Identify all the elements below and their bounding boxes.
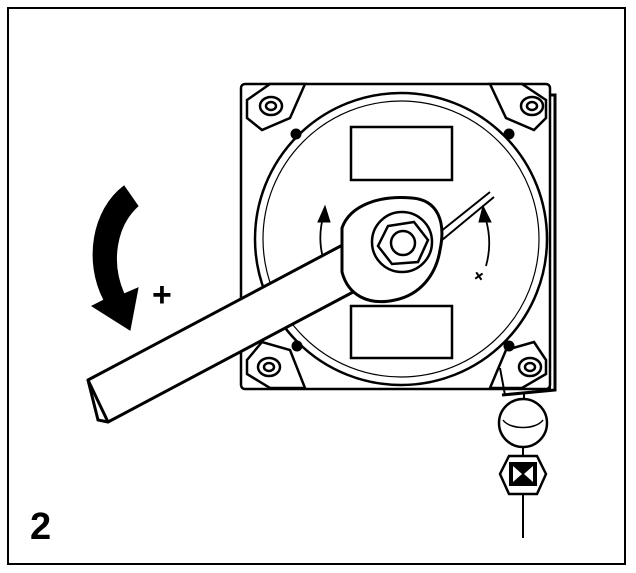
rotate-clockwise-arrow-icon [90, 185, 139, 331]
step-number: 2 [30, 506, 52, 548]
direction-plus-label: + [152, 276, 172, 314]
wrench-icon [86, 195, 444, 424]
cable-clamp [498, 454, 548, 496]
cable-assembly [497, 367, 551, 538]
